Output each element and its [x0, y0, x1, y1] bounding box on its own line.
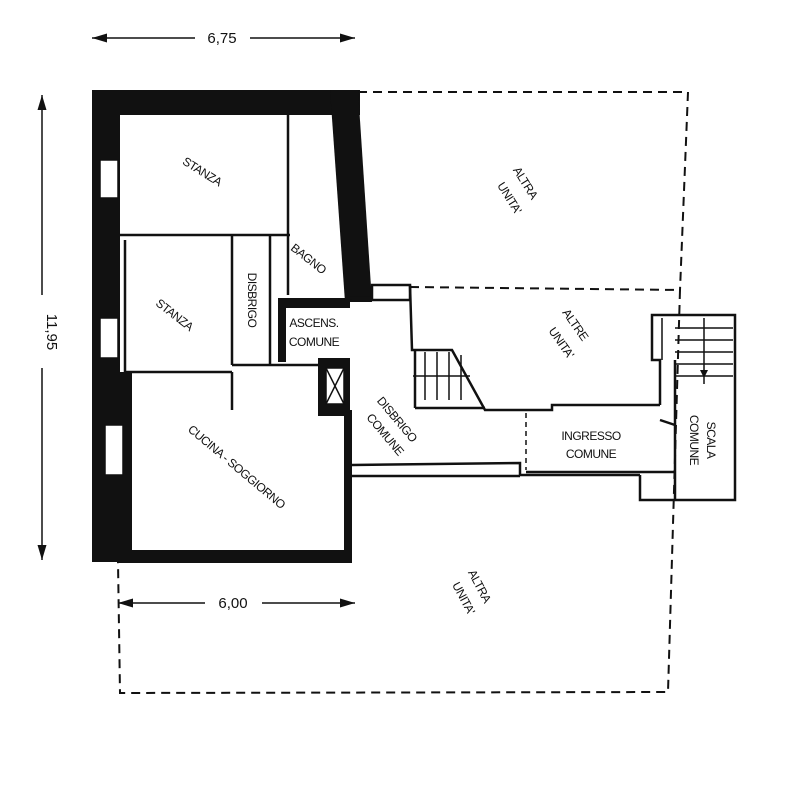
- internal-partitions: [120, 115, 320, 410]
- room-disbrigo: DISBRIGO: [245, 273, 259, 328]
- dimension-left-label: 11,95: [43, 314, 60, 350]
- staircase-left-icon: [413, 352, 470, 400]
- dimension-left: 11,95: [37, 95, 60, 560]
- room-labels: STANZA BAGNO DISBRIGO STANZA ASCENS. COM…: [153, 154, 718, 617]
- ingresso-comune-line1: INGRESSO: [561, 429, 621, 443]
- room-stanza-2: STANZA: [153, 296, 196, 334]
- room-cucina-soggiorno: CUCINA - SOGGIORNO: [185, 422, 288, 511]
- scala-comune-line1: SCALA: [704, 422, 718, 459]
- apartment-walls: [92, 90, 372, 563]
- common-area-lines: [350, 283, 737, 502]
- room-bagno: BAGNO: [288, 241, 329, 277]
- scala-comune-line2: COMUNE: [687, 415, 701, 466]
- staircase-common-icon: [661, 318, 733, 384]
- dimension-bottom: 6,00: [118, 595, 355, 612]
- dimension-top: 6,75: [92, 30, 355, 47]
- ingresso-comune-line2: COMUNE: [566, 447, 617, 461]
- dimension-bottom-label: 6,00: [218, 595, 247, 612]
- room-ascensore-line2: COMUNE: [289, 335, 340, 349]
- room-stanza-1: STANZA: [180, 154, 225, 189]
- room-ascensore-line1: ASCENS.: [289, 316, 338, 330]
- dimension-top-label: 6,75: [207, 30, 236, 47]
